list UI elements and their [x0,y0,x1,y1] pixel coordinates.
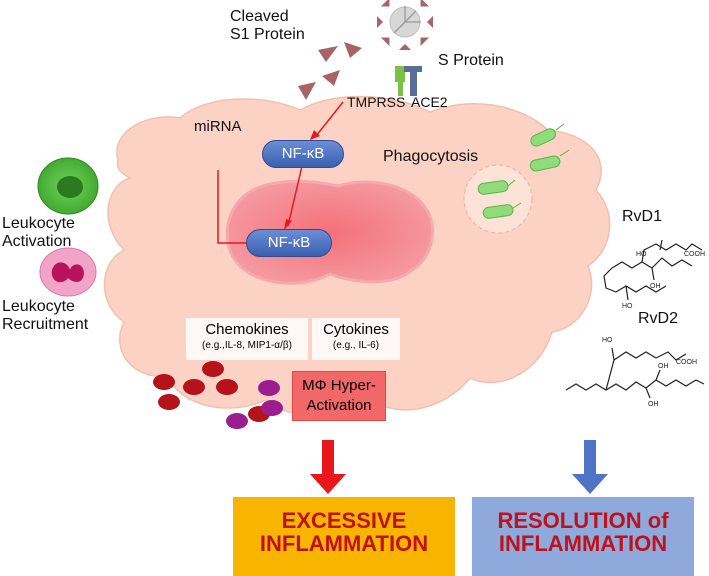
hyperactivation-box: MΦ Hyper-Activation [292,371,386,421]
nfkb-nucleus: NF-κB [246,229,332,257]
leukocyte-activation-cell [37,157,99,215]
chemokines-box: Chemokines (e.g.,IL-8, MIP1-α/β) [186,318,308,360]
svg-text:COOH: COOH [684,251,705,258]
svg-text:HO: HO [622,303,633,310]
s-protein-label: S Protein [438,52,504,69]
virus-icon [377,0,433,50]
svg-text:OH: OH [658,363,669,370]
svg-text:HO: HO [636,251,647,258]
s1-fragment-icon [298,42,362,100]
svg-text:OH: OH [648,401,659,408]
bacteria-icon [477,123,570,219]
rvd2-structure [565,347,705,399]
red-down-arrow [310,440,346,494]
rvd1-label: RvD1 [622,208,663,225]
svg-text:OH: OH [650,283,661,290]
mirna-label: miRNA [194,118,242,135]
rvd2-label: RvD2 [638,310,679,327]
blue-down-arrow [572,440,608,494]
nfkb-cytoplasm: NF-κB [262,140,344,168]
ace2-receptor [404,66,422,96]
svg-text:COOH: COOH [676,359,697,366]
svg-text:HO: HO [602,337,613,344]
leukocyte-recruitment-cell [39,247,97,297]
purple-cells [226,380,283,429]
phagosome [463,164,533,234]
cytokines-box: Cytokines (e.g., IL-6) [312,318,400,360]
tmprss-label: TMPRSS [347,94,406,110]
tmprss-receptor [395,66,405,96]
rvd1-structure [603,239,703,301]
nucleus [225,179,434,285]
phagocytosis-label: Phagocytosis [383,148,479,165]
ace2-label: ACE2 [411,94,448,110]
